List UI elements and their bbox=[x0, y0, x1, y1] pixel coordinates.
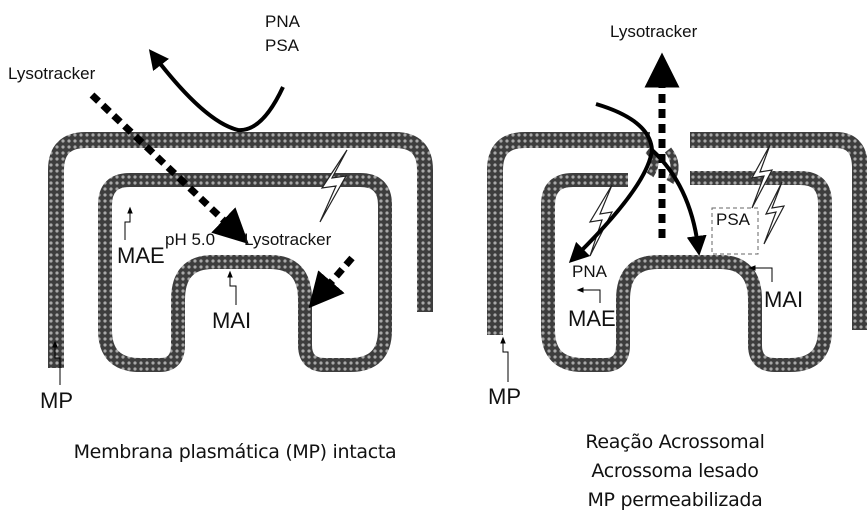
right-mae-label: MAE bbox=[568, 306, 616, 331]
left-lysotracker-inner-arrow bbox=[320, 258, 352, 295]
left-lysotracker-arrow bbox=[92, 95, 236, 232]
left-mae-pointer bbox=[125, 208, 130, 240]
left-pna-psa-arrow bbox=[155, 57, 283, 130]
left-mai-label: MAI bbox=[212, 308, 251, 333]
left-ph-label: pH 5.0 bbox=[165, 230, 215, 250]
left-panel bbox=[55, 57, 425, 385]
left-caption: Membrana plasmática (MP) intacta bbox=[20, 442, 450, 464]
right-pna-label: PNA bbox=[572, 262, 607, 282]
right-caption-line3: MP permeabilizada bbox=[540, 490, 810, 512]
left-lysotracker-label: Lysotracker bbox=[8, 64, 95, 84]
right-mp-pointer bbox=[503, 338, 508, 382]
left-psa-label: PSA bbox=[265, 36, 299, 56]
right-mp-label: MP bbox=[488, 384, 521, 409]
right-panel bbox=[495, 70, 860, 382]
right-caption-line2: Acrossoma lesado bbox=[540, 461, 810, 483]
right-lightning-bolt-3-icon bbox=[764, 182, 784, 244]
right-lysotracker-label: Lysotracker bbox=[610, 22, 697, 42]
left-lysotracker-inner-label: Lysotracker bbox=[244, 230, 331, 250]
right-lightning-bolt-2-icon bbox=[752, 145, 772, 208]
right-mae-pointer bbox=[578, 290, 600, 303]
right-psa-label: PSA bbox=[716, 210, 750, 230]
left-pna-label: PNA bbox=[265, 12, 300, 32]
right-caption-line1: Reação Acrossomal bbox=[540, 432, 810, 454]
right-mai-label: MAI bbox=[764, 287, 803, 312]
left-mai-pointer bbox=[230, 272, 236, 305]
left-mp-label: MP bbox=[40, 388, 73, 413]
left-mae-label: MAE bbox=[117, 243, 165, 268]
